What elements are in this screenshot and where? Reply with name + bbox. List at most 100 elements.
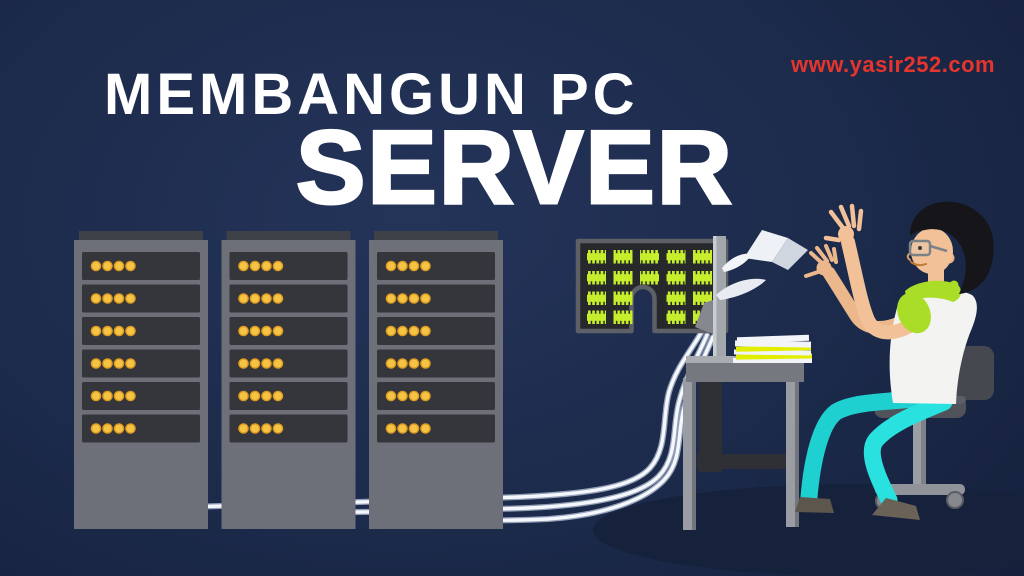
led-dot <box>408 390 420 402</box>
flying-paper <box>744 230 788 262</box>
led-dot <box>385 358 397 369</box>
server-rack <box>74 231 208 529</box>
led-dot <box>113 260 125 272</box>
rack-slot <box>82 349 200 378</box>
rack-slot <box>82 382 200 410</box>
led-dot <box>261 260 272 272</box>
chip-icon <box>640 250 659 264</box>
hair <box>909 201 994 294</box>
led-dot <box>102 293 113 304</box>
chip-grid <box>587 250 712 324</box>
led-dot <box>90 260 102 272</box>
chip-icon <box>587 250 606 264</box>
led-dot <box>249 293 261 304</box>
flying-paper <box>722 253 752 272</box>
led-dot <box>90 423 102 434</box>
led-dot <box>261 390 272 402</box>
desk <box>683 356 804 530</box>
led-dot <box>249 390 261 402</box>
glasses-icon <box>908 239 948 257</box>
scarf-tail <box>949 280 959 290</box>
head <box>906 201 994 294</box>
led-dot <box>420 293 431 304</box>
eye <box>918 246 922 250</box>
chip-icon <box>587 291 606 305</box>
led-dot <box>261 325 272 337</box>
chip-icon <box>613 271 633 285</box>
rack-slot <box>377 317 495 345</box>
led-dot <box>113 325 125 337</box>
led-dot <box>113 390 125 402</box>
title-line-1: MEMBANGUN PC <box>104 62 639 127</box>
led-dot <box>125 358 136 369</box>
rack-slot <box>377 414 495 443</box>
led-dot <box>125 293 136 304</box>
led-dot <box>272 390 284 402</box>
arm-near <box>841 235 926 340</box>
chip-icon <box>666 271 686 285</box>
led-dot <box>408 293 420 304</box>
chip-icon <box>666 250 686 264</box>
led-dot <box>397 260 408 272</box>
rack-slot <box>82 284 200 313</box>
led-dot <box>102 390 113 402</box>
chip-icon <box>666 291 686 305</box>
rack-slot <box>229 284 348 313</box>
led-dot <box>272 293 284 304</box>
led-dot <box>113 293 125 304</box>
server-rack <box>369 231 503 529</box>
chip-icon <box>640 271 659 285</box>
led-dot <box>249 325 261 337</box>
led-dot <box>385 260 397 272</box>
led-dot <box>125 260 136 272</box>
led-dot <box>385 390 397 402</box>
rack-slot <box>229 317 348 345</box>
chip-icon <box>587 271 606 285</box>
led-dot <box>397 293 408 304</box>
led-dot <box>238 260 249 272</box>
shoe-near <box>872 498 920 520</box>
led-dot <box>125 423 136 434</box>
led-dot <box>113 358 125 369</box>
led-dot <box>125 390 136 402</box>
led-dot <box>420 325 431 337</box>
led-dot <box>408 423 420 434</box>
led-dot <box>102 260 113 272</box>
watermark-url: www.yasir252.com <box>791 52 996 77</box>
led-dot <box>397 390 408 402</box>
chip-icon <box>693 250 712 264</box>
led-dot <box>385 423 397 434</box>
led-dot <box>249 423 261 434</box>
server-racks <box>74 231 503 529</box>
led-dot <box>397 358 408 369</box>
led-dot <box>408 358 420 369</box>
led-dot <box>420 260 431 272</box>
nose <box>906 253 911 261</box>
sleeve <box>897 292 931 334</box>
flying-papers <box>716 230 808 300</box>
rack-slot <box>229 414 348 443</box>
led-dot <box>102 358 113 369</box>
led-dot <box>272 260 284 272</box>
led-dot <box>90 293 102 304</box>
led-dot <box>238 325 249 337</box>
title-line-2: SERVER <box>295 110 734 226</box>
led-dot <box>90 325 102 337</box>
it-admin-character <box>795 201 994 520</box>
flying-paper <box>716 278 766 300</box>
led-dot <box>408 260 420 272</box>
rack-slot <box>377 349 495 378</box>
led-dot <box>90 390 102 402</box>
hand-far <box>804 244 838 278</box>
rack-slot <box>377 382 495 410</box>
led-dot <box>272 325 284 337</box>
led-dot <box>102 325 113 337</box>
led-dot <box>261 423 272 434</box>
led-dot <box>113 423 125 434</box>
rack-slot <box>377 252 495 280</box>
led-dot <box>261 358 272 369</box>
chip-icon <box>666 310 686 324</box>
led-dot <box>272 358 284 369</box>
led-dot <box>272 423 284 434</box>
